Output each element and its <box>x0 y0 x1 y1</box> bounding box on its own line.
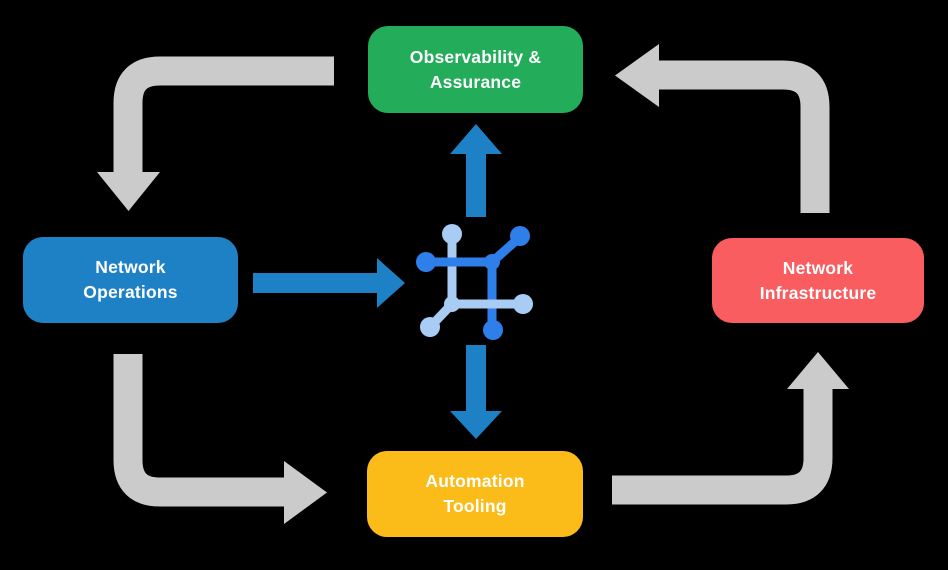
node-label-line2: Infrastructure <box>759 282 877 303</box>
arrow-center-to-automation <box>450 345 502 439</box>
arrow-head-left-icon <box>615 44 659 107</box>
arrow-shaft <box>612 389 833 505</box>
arrow-head-up-icon <box>787 352 849 389</box>
arrow-observability-to-operations <box>97 56 334 211</box>
arrow-center-to-observability <box>450 124 502 217</box>
arrow-head-right-icon <box>284 461 327 524</box>
node-label-line1: Automation <box>425 471 525 491</box>
arrow-head-down-icon <box>450 411 502 439</box>
node-automation-tooling: Automation Tooling <box>367 451 583 537</box>
arrow-shaft <box>659 60 830 213</box>
arrow-head-right-icon <box>377 258 405 308</box>
network-mesh-icon <box>416 224 533 340</box>
node-network-infrastructure: Network Infrastructure <box>712 238 924 323</box>
node-label-line2: Tooling <box>443 496 507 516</box>
network-mesh-light-part <box>420 294 533 337</box>
arrow-operations-to-automation <box>113 354 327 524</box>
arrow-head-up-icon <box>450 124 502 154</box>
arrow-head-down-icon <box>97 172 160 211</box>
arrow-operations-to-center <box>253 258 405 308</box>
node-network-operations: Network Operations <box>23 237 238 323</box>
node-observability-assurance: Observability & Assurance <box>368 26 583 113</box>
arrow-infrastructure-to-observability <box>615 44 830 213</box>
node-label-line1: Network <box>95 257 166 277</box>
network-mesh-dark-part <box>416 226 530 340</box>
node-label-line1: Observability & <box>409 46 542 67</box>
network-mesh-light-part <box>442 224 462 304</box>
arrow-shaft <box>113 354 284 507</box>
arrow-shaft <box>113 56 334 173</box>
node-label-line2: Operations <box>83 282 178 302</box>
node-label-line2: Assurance <box>429 71 522 92</box>
node-label-line1: Network <box>782 257 854 278</box>
arrow-automation-to-infrastructure <box>612 352 849 505</box>
